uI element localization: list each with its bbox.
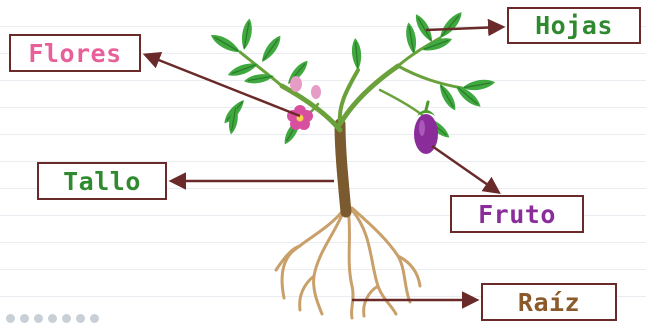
arrow-fruto [432,146,498,192]
arrow-flores [146,55,300,116]
pointer-arrows [146,27,502,300]
label-tallo: Tallo [37,162,167,200]
arrow-hojas [426,27,502,30]
roots [276,208,420,318]
label-flores: Flores [9,34,141,72]
flowers [287,76,321,130]
label-hojas: Hojas [507,7,641,44]
label-raiz: Raíz [481,283,617,321]
label-fruto: Fruto [450,195,584,233]
